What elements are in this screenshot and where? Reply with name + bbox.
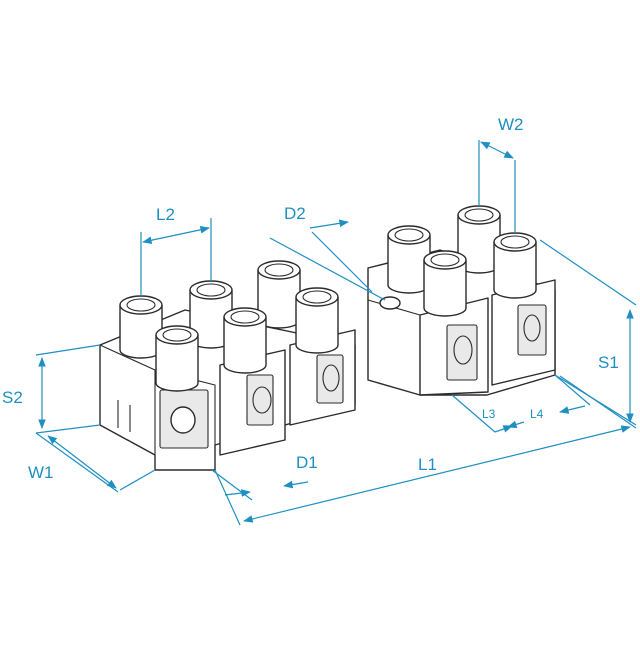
right-front-cylinder-1 (423, 250, 467, 317)
label-d2: D2 (284, 204, 306, 223)
dimension-lines (35, 140, 637, 526)
label-w2: W2 (498, 115, 524, 134)
left-front-cylinder-3 (295, 287, 339, 354)
label-l2: L2 (156, 205, 175, 224)
right-terminal-block (367, 205, 556, 396)
label-d1: D1 (296, 453, 318, 472)
left-front-cylinder-1 (155, 325, 199, 392)
label-w1: W1 (28, 463, 54, 482)
left-terminal-block (99, 260, 356, 471)
label-l1: L1 (418, 455, 437, 474)
right-front-cylinder-2 (493, 232, 537, 299)
screw-hole (170, 406, 196, 434)
label-l4: L4 (530, 407, 544, 421)
right-back-cylinder-1 (387, 225, 431, 294)
right-back-cylinder-2 (457, 205, 501, 274)
left-front-cylinder-2 (223, 307, 267, 374)
label-s2: S2 (2, 388, 23, 407)
label-l3: L3 (482, 407, 496, 421)
label-s1: S1 (598, 353, 619, 372)
